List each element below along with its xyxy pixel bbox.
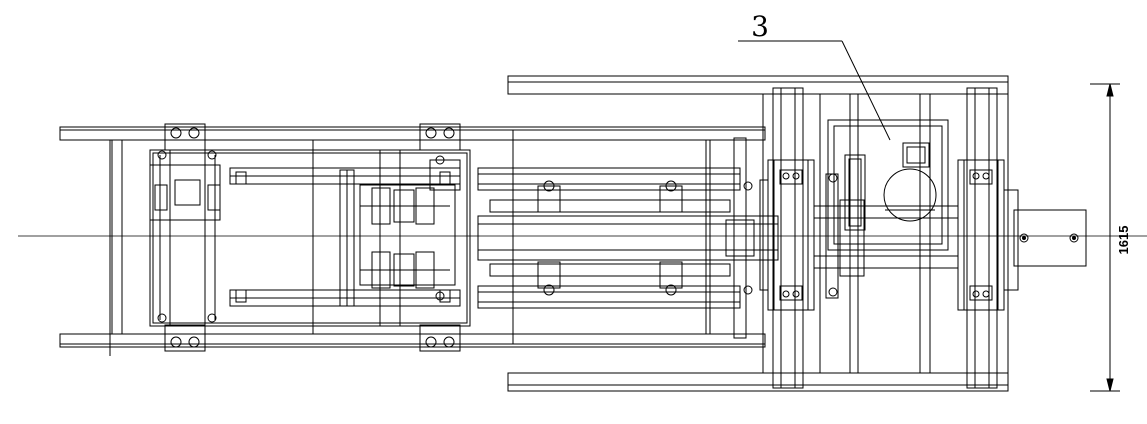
part-label: 3: [751, 10, 769, 43]
top-wheels: [164, 123, 461, 352]
sprocket-right: [957, 159, 1019, 311]
motor-box: [827, 119, 949, 251]
left-frame: [59, 126, 766, 356]
carriage: [149, 149, 471, 327]
dimension-text: 1615: [1116, 226, 1131, 255]
dimension-line: [1090, 83, 1120, 392]
shaft-end: [1013, 209, 1087, 267]
guide-rails: [477, 167, 779, 309]
rollers: [360, 155, 461, 301]
shaft: [813, 173, 959, 299]
right-frame: [507, 75, 1009, 392]
left-clamp: [149, 150, 221, 326]
flange-plate: [733, 137, 747, 339]
part-leader: [738, 40, 891, 141]
sprocket-left: [759, 159, 815, 311]
